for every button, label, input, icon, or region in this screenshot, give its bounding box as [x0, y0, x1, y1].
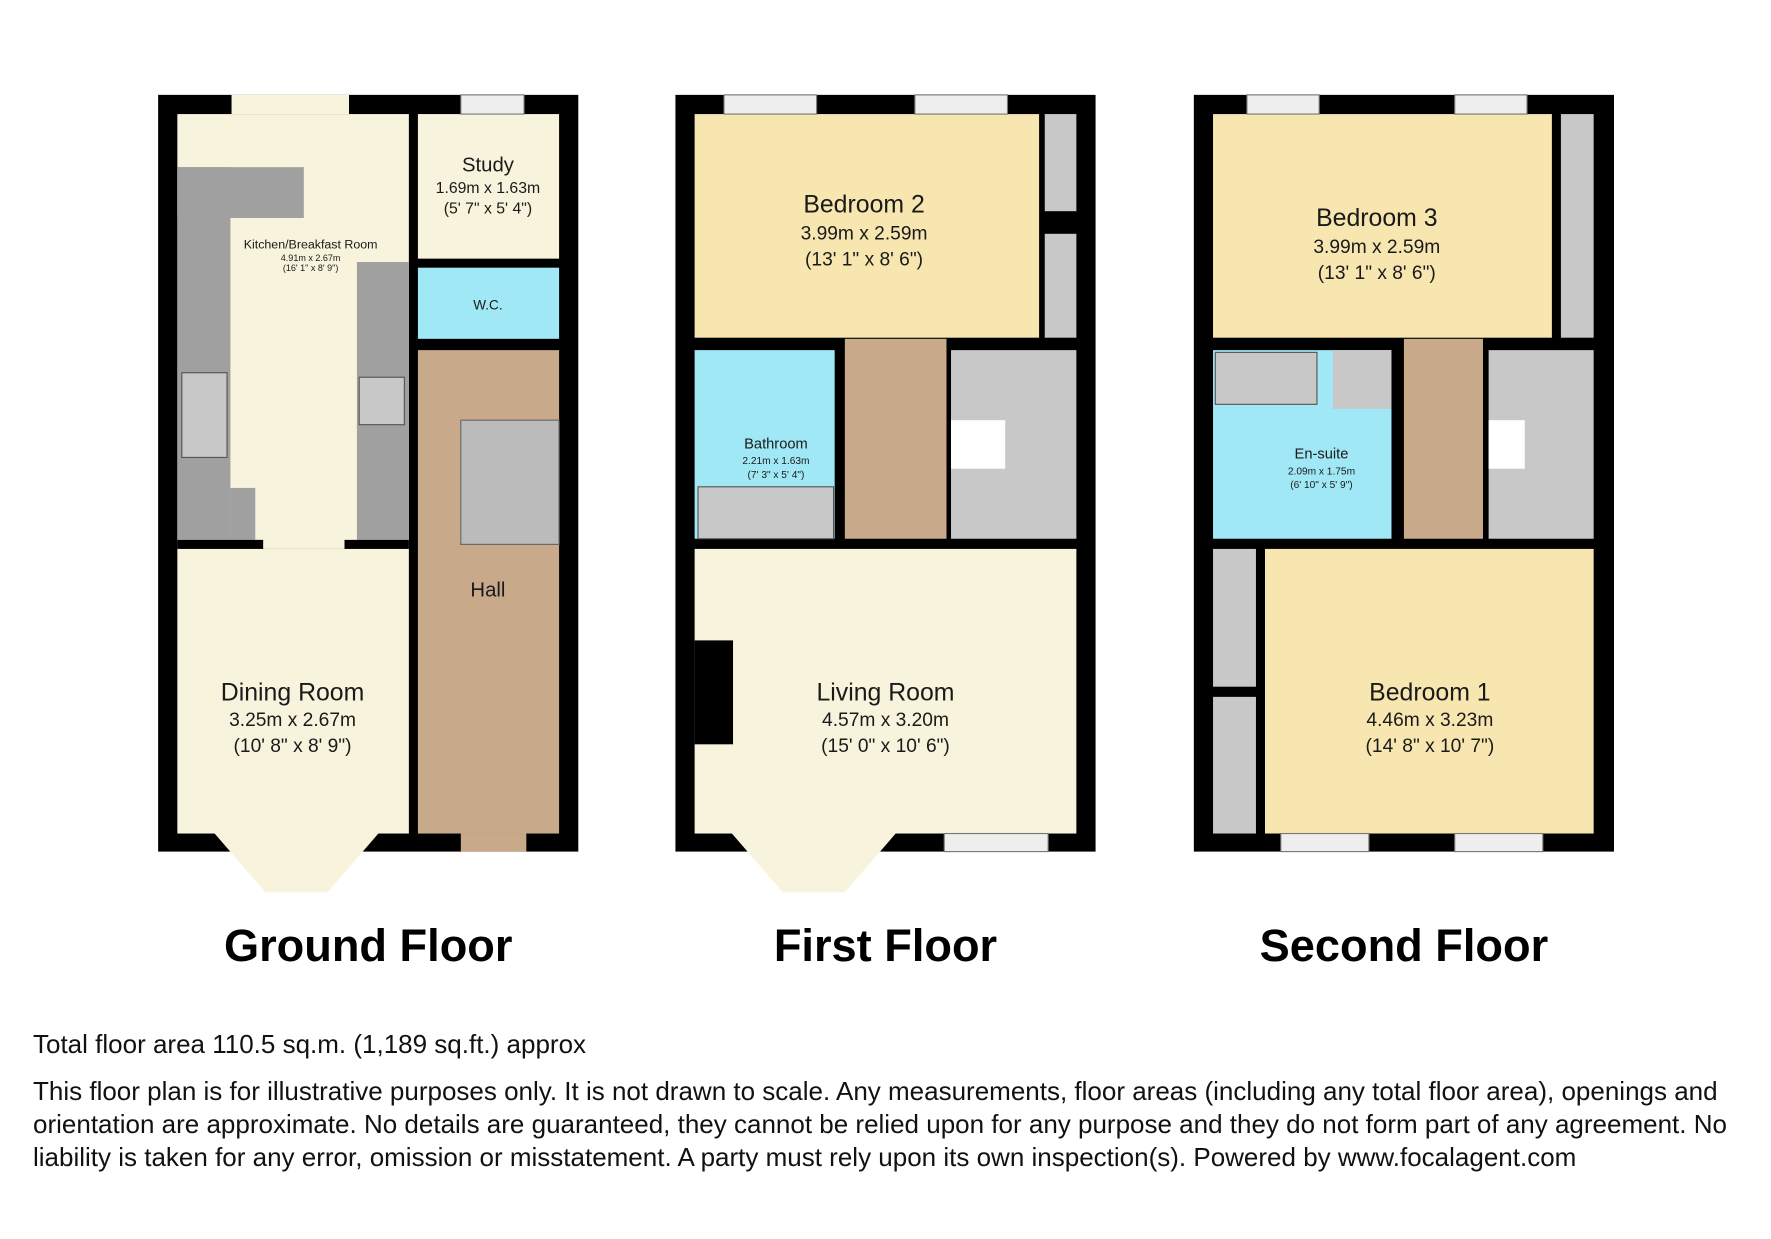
disclaimer: This floor plan is for illustrative purp… — [33, 1076, 1727, 1172]
first-floor-plan — [675, 94, 1096, 893]
bedroom-1-label: Bedroom 1 — [1369, 679, 1490, 706]
dining-imperial: (10' 8" x 8' 9") — [234, 736, 352, 757]
en-suite-label: En-suite — [1295, 447, 1349, 463]
en-suite-metric: 2.09m x 1.75m — [1288, 466, 1355, 477]
bedroom-2-imperial: (13' 1" x 8' 6") — [805, 249, 923, 270]
wc-label: W.C. — [473, 297, 502, 312]
study-metric: 1.69m x 1.63m — [436, 180, 541, 197]
ground-floor-plan — [158, 94, 579, 893]
bedroom-3-imperial: (13' 1" x 8' 6") — [1318, 263, 1436, 284]
dining-room-label: Dining Room — [221, 679, 365, 706]
study-imperial: (5' 7" x 5' 4") — [444, 200, 532, 217]
bathroom-label: Bathroom — [744, 436, 808, 452]
bedroom-3-label: Bedroom 3 — [1316, 205, 1437, 232]
bedroom-2-label: Bedroom 2 — [803, 191, 924, 218]
total-floor-area: Total floor area 110.5 sq.m. (1,189 sq.f… — [33, 1029, 587, 1059]
kitchen-metric: 4.91m x 2.67m — [281, 253, 341, 263]
bedroom-2-metric: 3.99m x 2.59m — [801, 223, 928, 244]
dining-metric: 3.25m x 2.67m — [229, 710, 356, 731]
first-floor-title: First Floor — [774, 920, 997, 971]
bathroom-imperial: (7' 3" x 5' 4") — [748, 470, 805, 481]
bathroom-metric: 2.21m x 1.63m — [742, 456, 809, 467]
study-label: Study — [462, 155, 515, 177]
footer-notes: Total floor area 110.5 sq.m. (1,189 sq.f… — [33, 1028, 1753, 1188]
living-imperial: (15' 0" x 10' 6") — [821, 736, 950, 757]
ground-floor-title: Ground Floor — [224, 920, 512, 971]
living-room-label: Living Room — [816, 679, 954, 706]
kitchen-label: Kitchen/Breakfast Room — [244, 237, 378, 251]
hall-label: Hall — [470, 579, 505, 601]
kitchen-imperial: (16' 1" x 8' 9") — [283, 263, 338, 273]
bedroom-1-metric: 4.46m x 3.23m — [1366, 710, 1493, 731]
bedroom-3-metric: 3.99m x 2.59m — [1313, 237, 1440, 258]
second-floor-plan — [1193, 94, 1614, 853]
en-suite-imperial: (6' 10" x 5' 9") — [1290, 480, 1352, 491]
bedroom-1-imperial: (14' 8" x 10' 7") — [1366, 736, 1495, 757]
second-floor-title: Second Floor — [1260, 920, 1549, 971]
living-metric: 4.57m x 3.20m — [822, 710, 949, 731]
